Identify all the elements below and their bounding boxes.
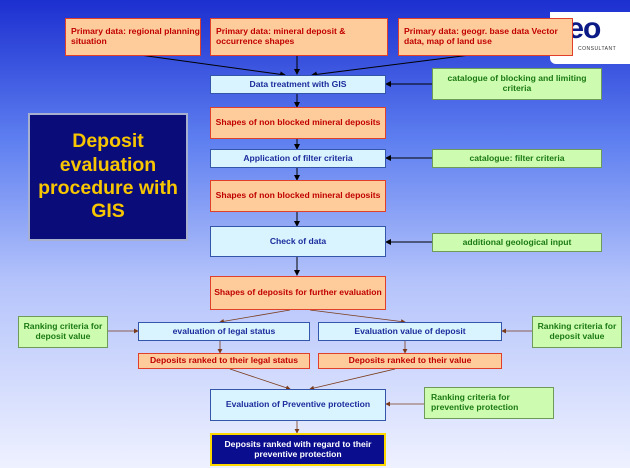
arrow-ranked-value-to-preventive bbox=[309, 368, 396, 391]
arrow-input3-to-treatment bbox=[311, 54, 471, 78]
result-final-ranking: Deposits ranked with regard to their pre… bbox=[210, 433, 386, 466]
step-shapes-further-evaluation: Shapes of deposits for further evaluatio… bbox=[210, 276, 386, 310]
logo-subtitle: CONSULTANT bbox=[578, 46, 617, 52]
arrow-input1-to-treatment bbox=[139, 54, 286, 78]
criteria-geological-input: additional geological input bbox=[432, 233, 602, 252]
result-ranked-legal-status: Deposits ranked to their legal status bbox=[138, 353, 310, 369]
step-check-data: Check of data bbox=[210, 226, 386, 257]
input-geographic-base-data: Primary data: geogr. base data Vector da… bbox=[398, 18, 573, 56]
step-preventive-protection: Evaluation of Preventive protection bbox=[210, 389, 386, 421]
criteria-filter-catalogue: catalogue: filter criteria bbox=[432, 149, 602, 168]
step-data-treatment: Data treatment with GIS bbox=[210, 75, 386, 94]
slide-title: Deposit evaluation procedure with GIS bbox=[28, 113, 188, 241]
input-regional-planning: Primary data: regional planning situatio… bbox=[65, 18, 201, 56]
criteria-blocking-limiting: catalogue of blocking and limiting crite… bbox=[432, 68, 602, 100]
arrow-to-legal-status bbox=[219, 309, 291, 324]
step-deposit-value: Evaluation value of deposit bbox=[318, 322, 502, 341]
step-shapes-non-blocked-1: Shapes of non blocked mineral deposits bbox=[210, 107, 386, 139]
input-mineral-deposit-shapes: Primary data: mineral deposit & occurren… bbox=[210, 18, 388, 56]
arrow-to-value-eval bbox=[309, 309, 406, 324]
criteria-ranking-preventive: Ranking criteria for preventive protecti… bbox=[424, 387, 554, 419]
criteria-ranking-left: Ranking criteria for deposit value bbox=[18, 316, 108, 348]
step-legal-status: evaluation of legal status bbox=[138, 322, 310, 341]
arrow-ranked-legal-to-preventive bbox=[229, 368, 291, 391]
step-shapes-non-blocked-2: Shapes of non blocked mineral deposits bbox=[210, 180, 386, 212]
step-filter-criteria: Application of filter criteria bbox=[210, 149, 386, 168]
result-ranked-value: Deposits ranked to their value bbox=[318, 353, 502, 369]
criteria-ranking-right: Ranking criteria for deposit value bbox=[532, 316, 622, 348]
